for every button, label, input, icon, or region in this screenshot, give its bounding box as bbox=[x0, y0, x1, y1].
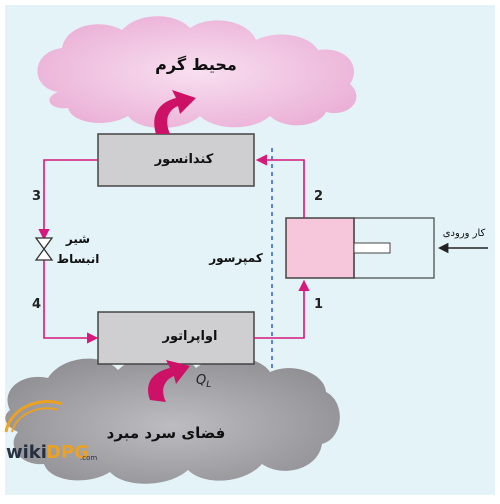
pipe-condenser-to-valve bbox=[38, 159, 98, 241]
watermark-dpg: DPG bbox=[46, 442, 89, 463]
hot-environment-label: محیط گرم bbox=[155, 55, 237, 74]
pipe-valve-to-evaporator bbox=[43, 260, 99, 344]
refrigerant-loop bbox=[38, 154, 310, 344]
cold-space-cloud: فضای سرد مبرد bbox=[5, 354, 340, 484]
state-4-label: 4 bbox=[32, 297, 41, 312]
condenser-label: کندانسور bbox=[154, 152, 214, 167]
watermark-com: .com bbox=[80, 454, 97, 462]
wikidpg-logo: wiki DPG .com bbox=[4, 400, 97, 463]
expansion-valve bbox=[34, 237, 54, 261]
heat-rejection-arrow bbox=[154, 90, 196, 134]
compressor-piston-rod bbox=[353, 242, 391, 254]
hot-environment-cloud: محیط گرم bbox=[37, 16, 357, 128]
valve-label-line1: شیر bbox=[65, 232, 90, 246]
compressor-label: کمپرسور bbox=[208, 251, 263, 266]
heat-absorption-arrow bbox=[148, 360, 190, 402]
pipe-evaporator-to-compressor bbox=[254, 279, 310, 339]
condenser-box bbox=[97, 133, 255, 187]
state-3-label: 3 bbox=[32, 189, 41, 204]
work-input-label: کار ورودی bbox=[443, 228, 486, 239]
compressor-cylinder bbox=[285, 217, 355, 279]
cold-space-label: فضای سرد مبرد bbox=[107, 424, 226, 442]
valve-label-line2: انبساط bbox=[57, 252, 100, 266]
state-1-label: 1 bbox=[314, 297, 323, 312]
evaporator-label: اواپراتور bbox=[162, 329, 218, 344]
heat-low-label: QL bbox=[196, 373, 211, 390]
state-2-label: 2 bbox=[314, 189, 323, 204]
pipe-compressor-to-condenser bbox=[255, 154, 305, 218]
watermark-wiki: wiki bbox=[6, 442, 47, 463]
